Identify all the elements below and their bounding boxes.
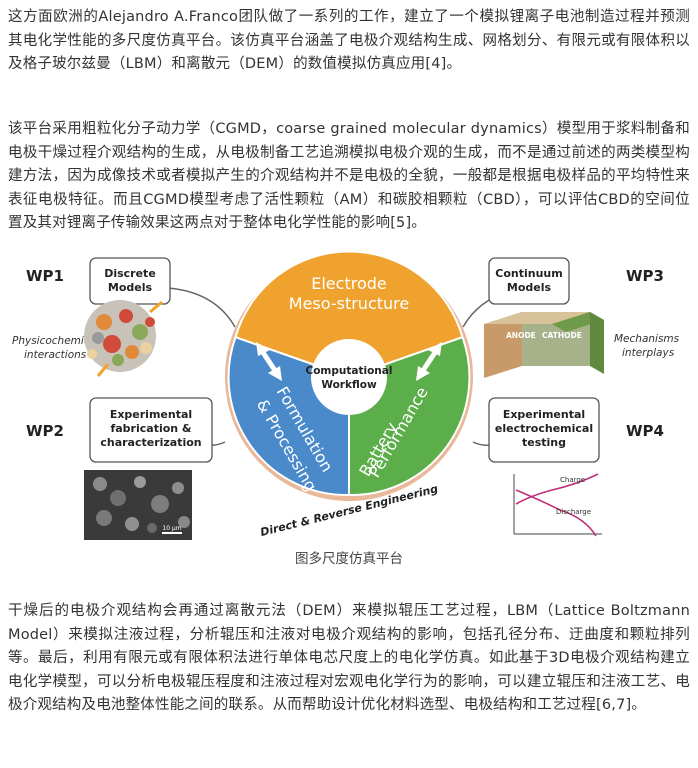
intro-paragraph: 这方面欧洲的Alejandro A.Franco团队做了一系列的工作，建立了一个… (8, 9, 690, 72)
center-line1: Computational (306, 365, 393, 377)
mechanisms-label: Mechanisms (614, 333, 680, 345)
processing-paragraph: 干燥后的电极介观结构会再通过离散元法（DEM）来模拟辊压工艺过程，LBM（Lat… (8, 603, 690, 713)
charge-discharge-plot: Charge Discharge (513, 473, 602, 537)
experimental-fabrication-box: Experimental fabrication & characterizat… (89, 397, 213, 463)
cgmd-paragraph: 该平台采用粗粒化分子动力学（CGMD，coarse grained molecu… (8, 121, 690, 231)
charge-label: Charge (560, 476, 585, 484)
testing-line2: electrochemical (495, 422, 593, 435)
top-segment-line2: Meso-structure (289, 294, 409, 313)
continuum-line2: Models (507, 281, 552, 294)
center-line2: Workflow (321, 379, 377, 391)
particle-cluster-image (84, 300, 163, 377)
sem-micrograph-image: 10 μm (84, 470, 192, 540)
wp4-label: WP4 (626, 422, 664, 440)
right-double-arrow (419, 349, 439, 374)
sem-scale-label: 10 μm (162, 525, 181, 532)
continuum-line1: Continuum (495, 267, 562, 280)
connector-tl (167, 287, 236, 328)
top-segment (234, 252, 464, 379)
interactions-label: interactions (24, 349, 87, 361)
fab-line3: characterization (100, 436, 201, 449)
top-segment-line1: Electrode (311, 274, 386, 293)
discharge-label: Discharge (556, 508, 591, 516)
electrode-3d-image: ANODE CATHODE (484, 312, 604, 378)
physicochemical-label: Physicochemical (12, 335, 99, 347)
testing-line1: Experimental (503, 408, 585, 421)
anode-label: ANODE (506, 331, 536, 340)
discrete-line1: Discrete (104, 267, 156, 280)
fab-line2: fabrication & (110, 422, 191, 435)
workflow-wheel: Computational Workflow Electrode Meso-st… (225, 252, 473, 539)
wp1-label: WP1 (26, 267, 64, 285)
discrete-models-box: Discrete Models (89, 257, 171, 305)
experimental-testing-box: Experimental electrochemical testing (488, 397, 600, 463)
figure-caption: 图多尺度仿真平台 (295, 551, 403, 567)
continuum-models-box: Continuum Models (488, 257, 570, 305)
cathode-label: CATHODE (542, 331, 582, 340)
wp2-label: WP2 (26, 422, 64, 440)
wp3-label: WP3 (626, 267, 664, 285)
multiscale-platform-figure: WP1 WP2 WP3 WP4 Discrete Models Physicoc… (12, 252, 680, 540)
fab-line1: Experimental (110, 408, 192, 421)
discrete-line2: Models (108, 281, 153, 294)
testing-line3: testing (522, 436, 566, 449)
interplays-label: interplays (622, 347, 675, 359)
left-double-arrow (259, 349, 279, 374)
